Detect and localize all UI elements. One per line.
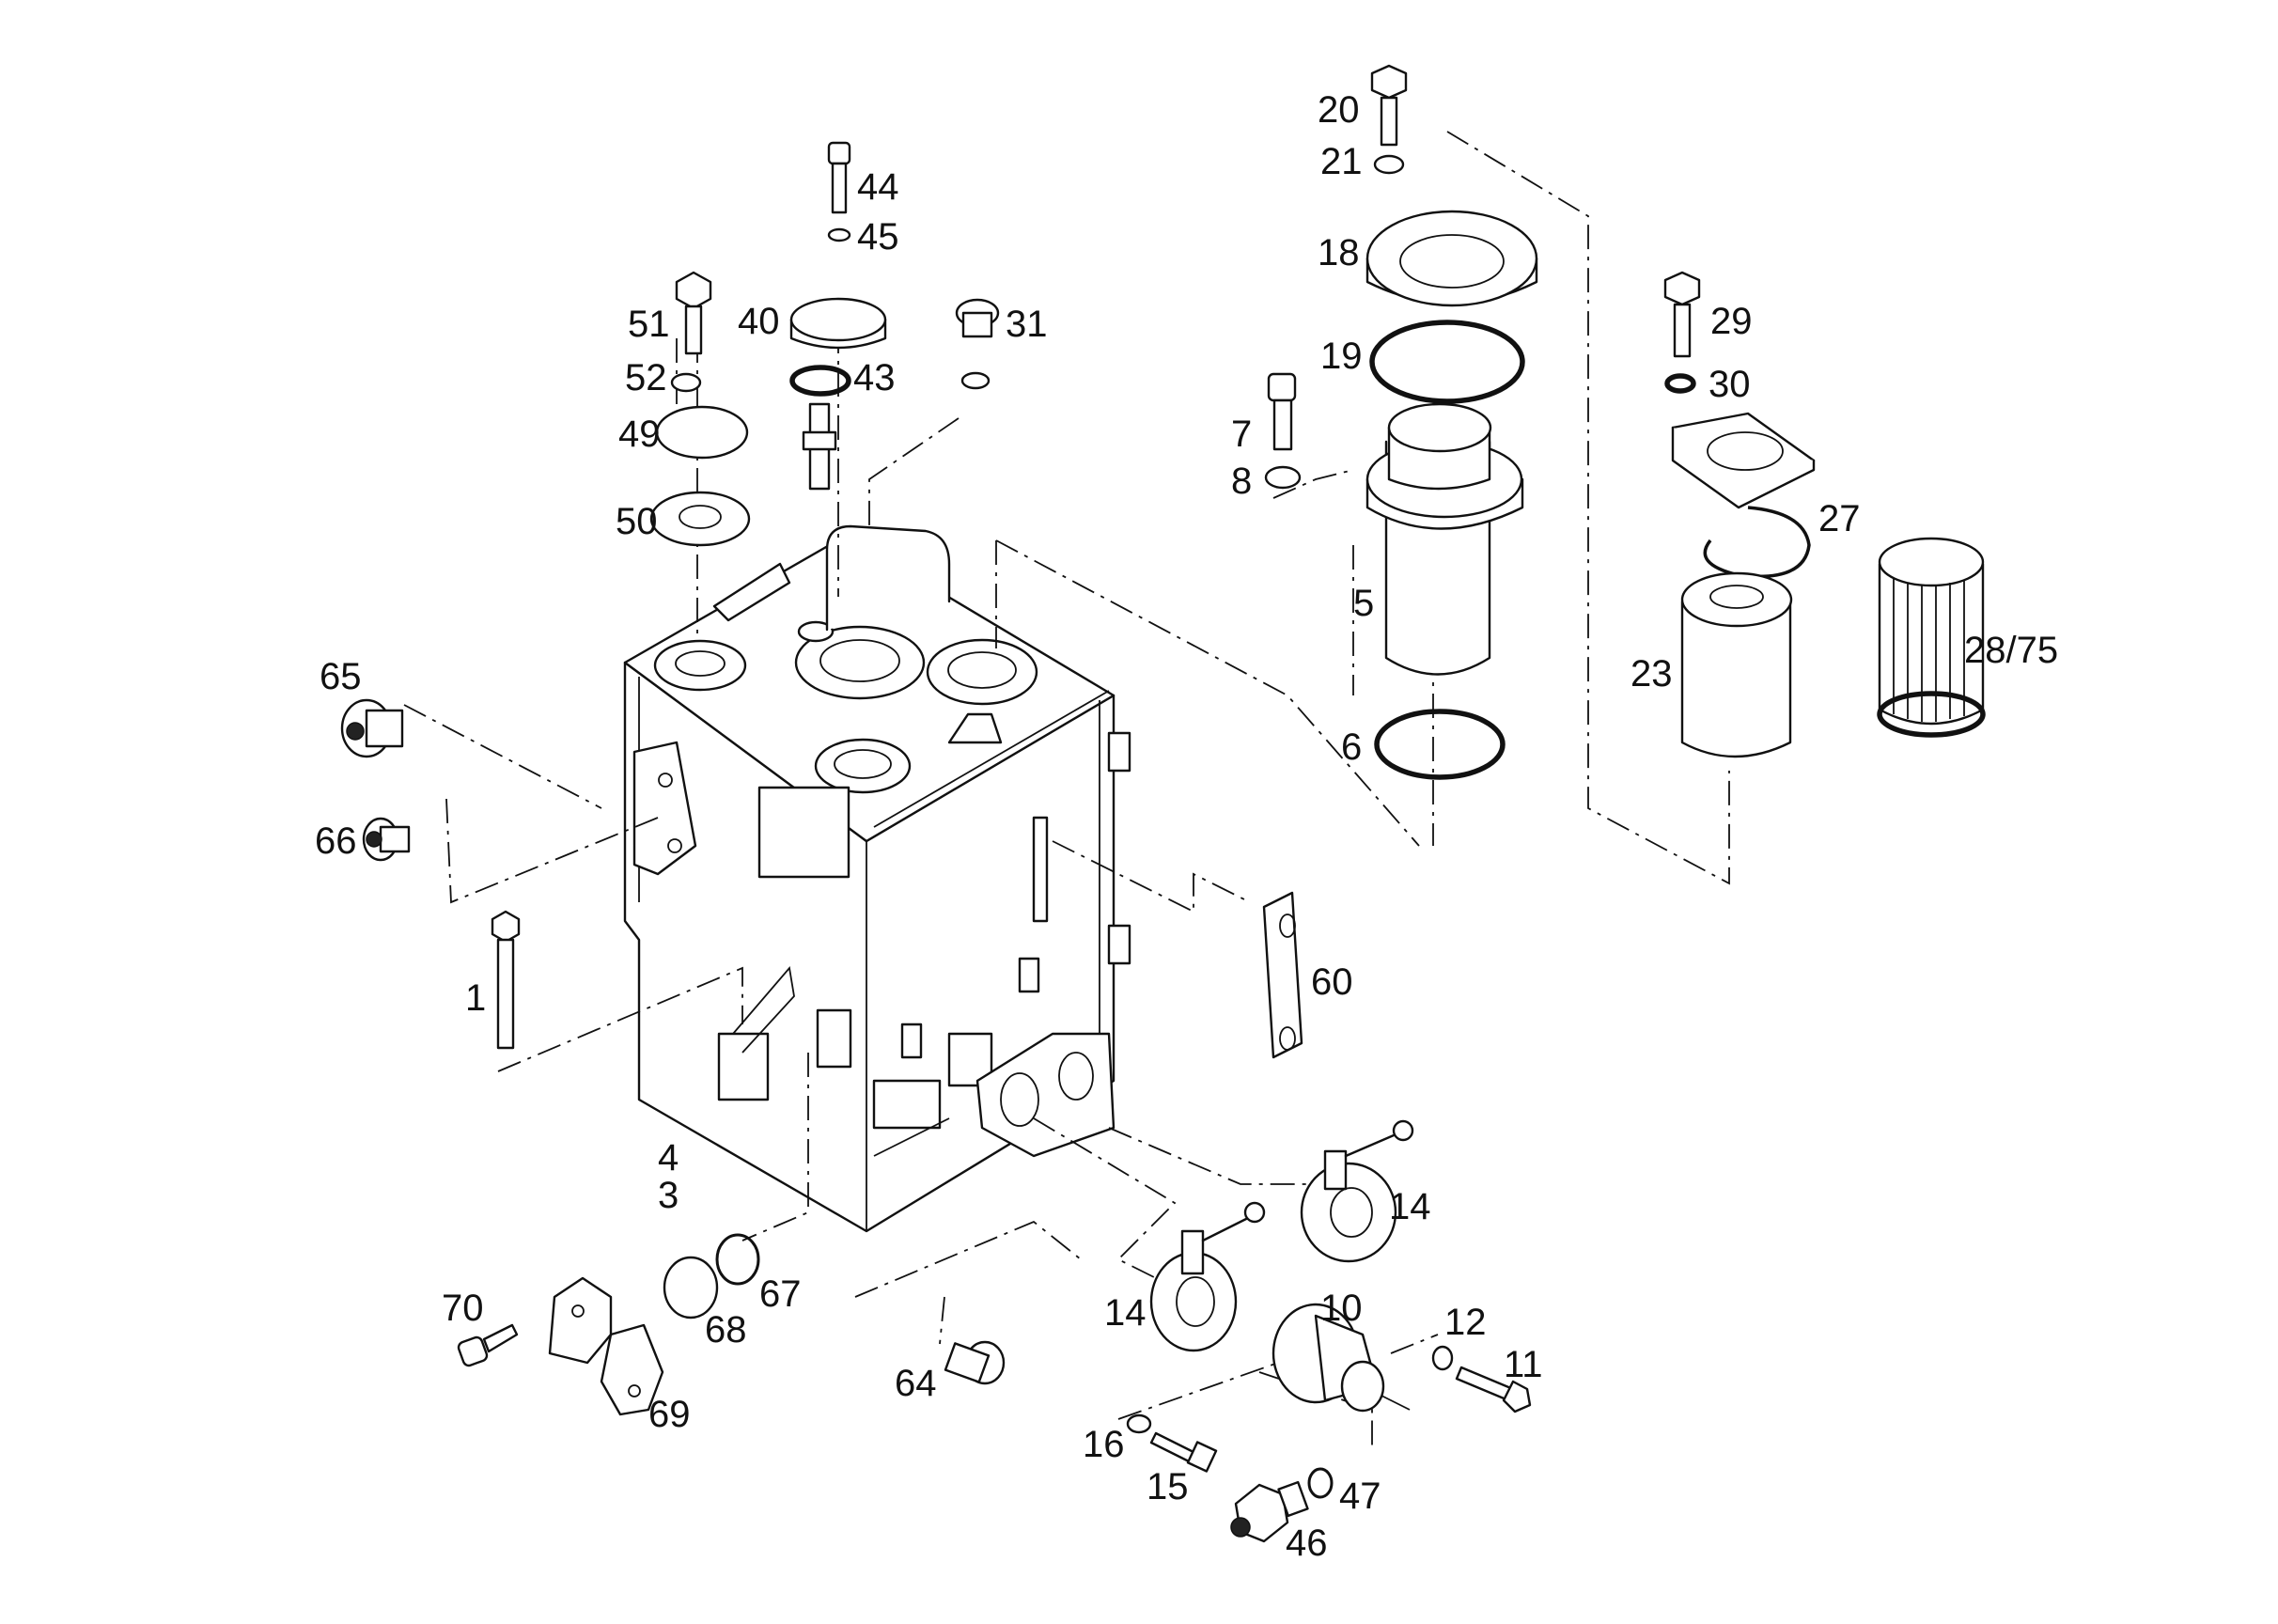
part-47-o-ring [1307,1467,1334,1499]
part-19-o-ring [1369,320,1525,404]
callout-5: 5 [1353,583,1374,624]
callout-18: 18 [1318,232,1360,273]
callout-66: 66 [315,820,357,862]
part-52-washer [670,372,702,393]
callout-11: 11 [1504,1344,1543,1385]
part-30-washer [1664,373,1696,394]
callout-70: 70 [442,1288,484,1329]
main-housing [623,524,1131,1233]
callout-16: 16 [1083,1424,1125,1465]
part-14-valve-right [1300,1119,1414,1263]
part-27-snap-ring [1703,506,1811,579]
part-49-cover [655,405,749,460]
callout-46: 46 [1286,1522,1328,1564]
callout-10: 10 [1320,1288,1363,1329]
callout-29: 29 [1710,301,1753,342]
part-23-filter [1680,571,1793,758]
part-5-cylinder [1365,402,1524,676]
part-7-screw [1267,372,1297,451]
callout-40: 40 [738,301,780,342]
part-20-bolt [1370,64,1408,147]
callout-6: 6 [1341,726,1362,768]
part-68-cover [663,1256,719,1320]
housing-top-openings [653,524,1038,794]
callout-64: 64 [895,1363,937,1404]
callout-52: 52 [625,357,667,398]
part-46-fitting [1230,1480,1309,1543]
part-16-washer [1126,1413,1152,1434]
callout-4: 4 [658,1137,679,1179]
callout-8: 8 [1231,461,1252,502]
callout-44: 44 [857,166,899,208]
assembly-lines [403,131,1730,1447]
part-50-flange [649,491,751,547]
part-14-valve-left [1149,1201,1266,1352]
callout-14-left: 14 [1104,1292,1147,1334]
part-31-washer [960,371,991,390]
housing-side-details [632,731,1131,1158]
part-31-plug [955,298,1000,338]
part-43-o-ring [789,365,851,397]
callout-7: 7 [1231,414,1252,455]
callout-20: 20 [1318,89,1360,131]
callout-60: 60 [1311,961,1353,1003]
callout-30: 30 [1708,364,1751,405]
callout-27: 27 [1818,498,1861,539]
callout-3: 3 [658,1175,679,1216]
callout-21: 21 [1320,141,1363,182]
part-69-bracket [548,1276,664,1416]
part-66-knob [362,817,411,862]
part-8-washer [1264,465,1302,490]
callout-12: 12 [1444,1302,1487,1343]
callout-68: 68 [705,1309,747,1351]
callout-65: 65 [320,656,362,697]
callout-67: 67 [759,1273,802,1315]
part-11-bolt [1455,1366,1532,1413]
callout-45: 45 [857,216,899,258]
callout-51: 51 [628,304,670,345]
callout-14-right: 14 [1389,1186,1431,1227]
part-28-75-element [1877,537,1986,738]
part-40-cap [789,297,887,350]
callout-23: 23 [1630,653,1673,695]
stem [802,402,837,491]
part-15-screw [1149,1431,1218,1473]
part-12-washer [1431,1345,1454,1371]
callout-69: 69 [648,1394,691,1435]
part-27-cover [1671,412,1816,509]
part-29-bolt [1663,271,1701,358]
part-21-washer [1373,154,1405,175]
part-65-knob [340,698,404,758]
callout-43: 43 [853,357,896,398]
part-70-screw [457,1323,519,1367]
part-10-adapter [1272,1303,1411,1413]
callout-31: 31 [1006,304,1048,345]
part-1-long-bolt [491,910,521,1050]
callout-1: 1 [465,977,486,1019]
part-6-o-ring [1374,709,1506,780]
callout-50: 50 [616,501,658,542]
part-67-o-ring [715,1233,760,1286]
part-44-screw [827,141,851,214]
callout-15: 15 [1147,1466,1189,1507]
part-18-flange [1365,210,1538,307]
callout-28-75: 28/75 [1964,630,2058,671]
part-45-washer [827,227,851,242]
part-60-sight-glass [1262,891,1303,1059]
part-64-plug [944,1340,1006,1385]
part-51-bolt [675,271,712,355]
callout-19: 19 [1320,336,1363,377]
callout-47: 47 [1339,1476,1381,1517]
callout-49: 49 [618,414,661,455]
callout-labels: 1 4 3 5 6 7 8 10 11 12 14 14 15 16 18 19… [315,89,2058,1564]
